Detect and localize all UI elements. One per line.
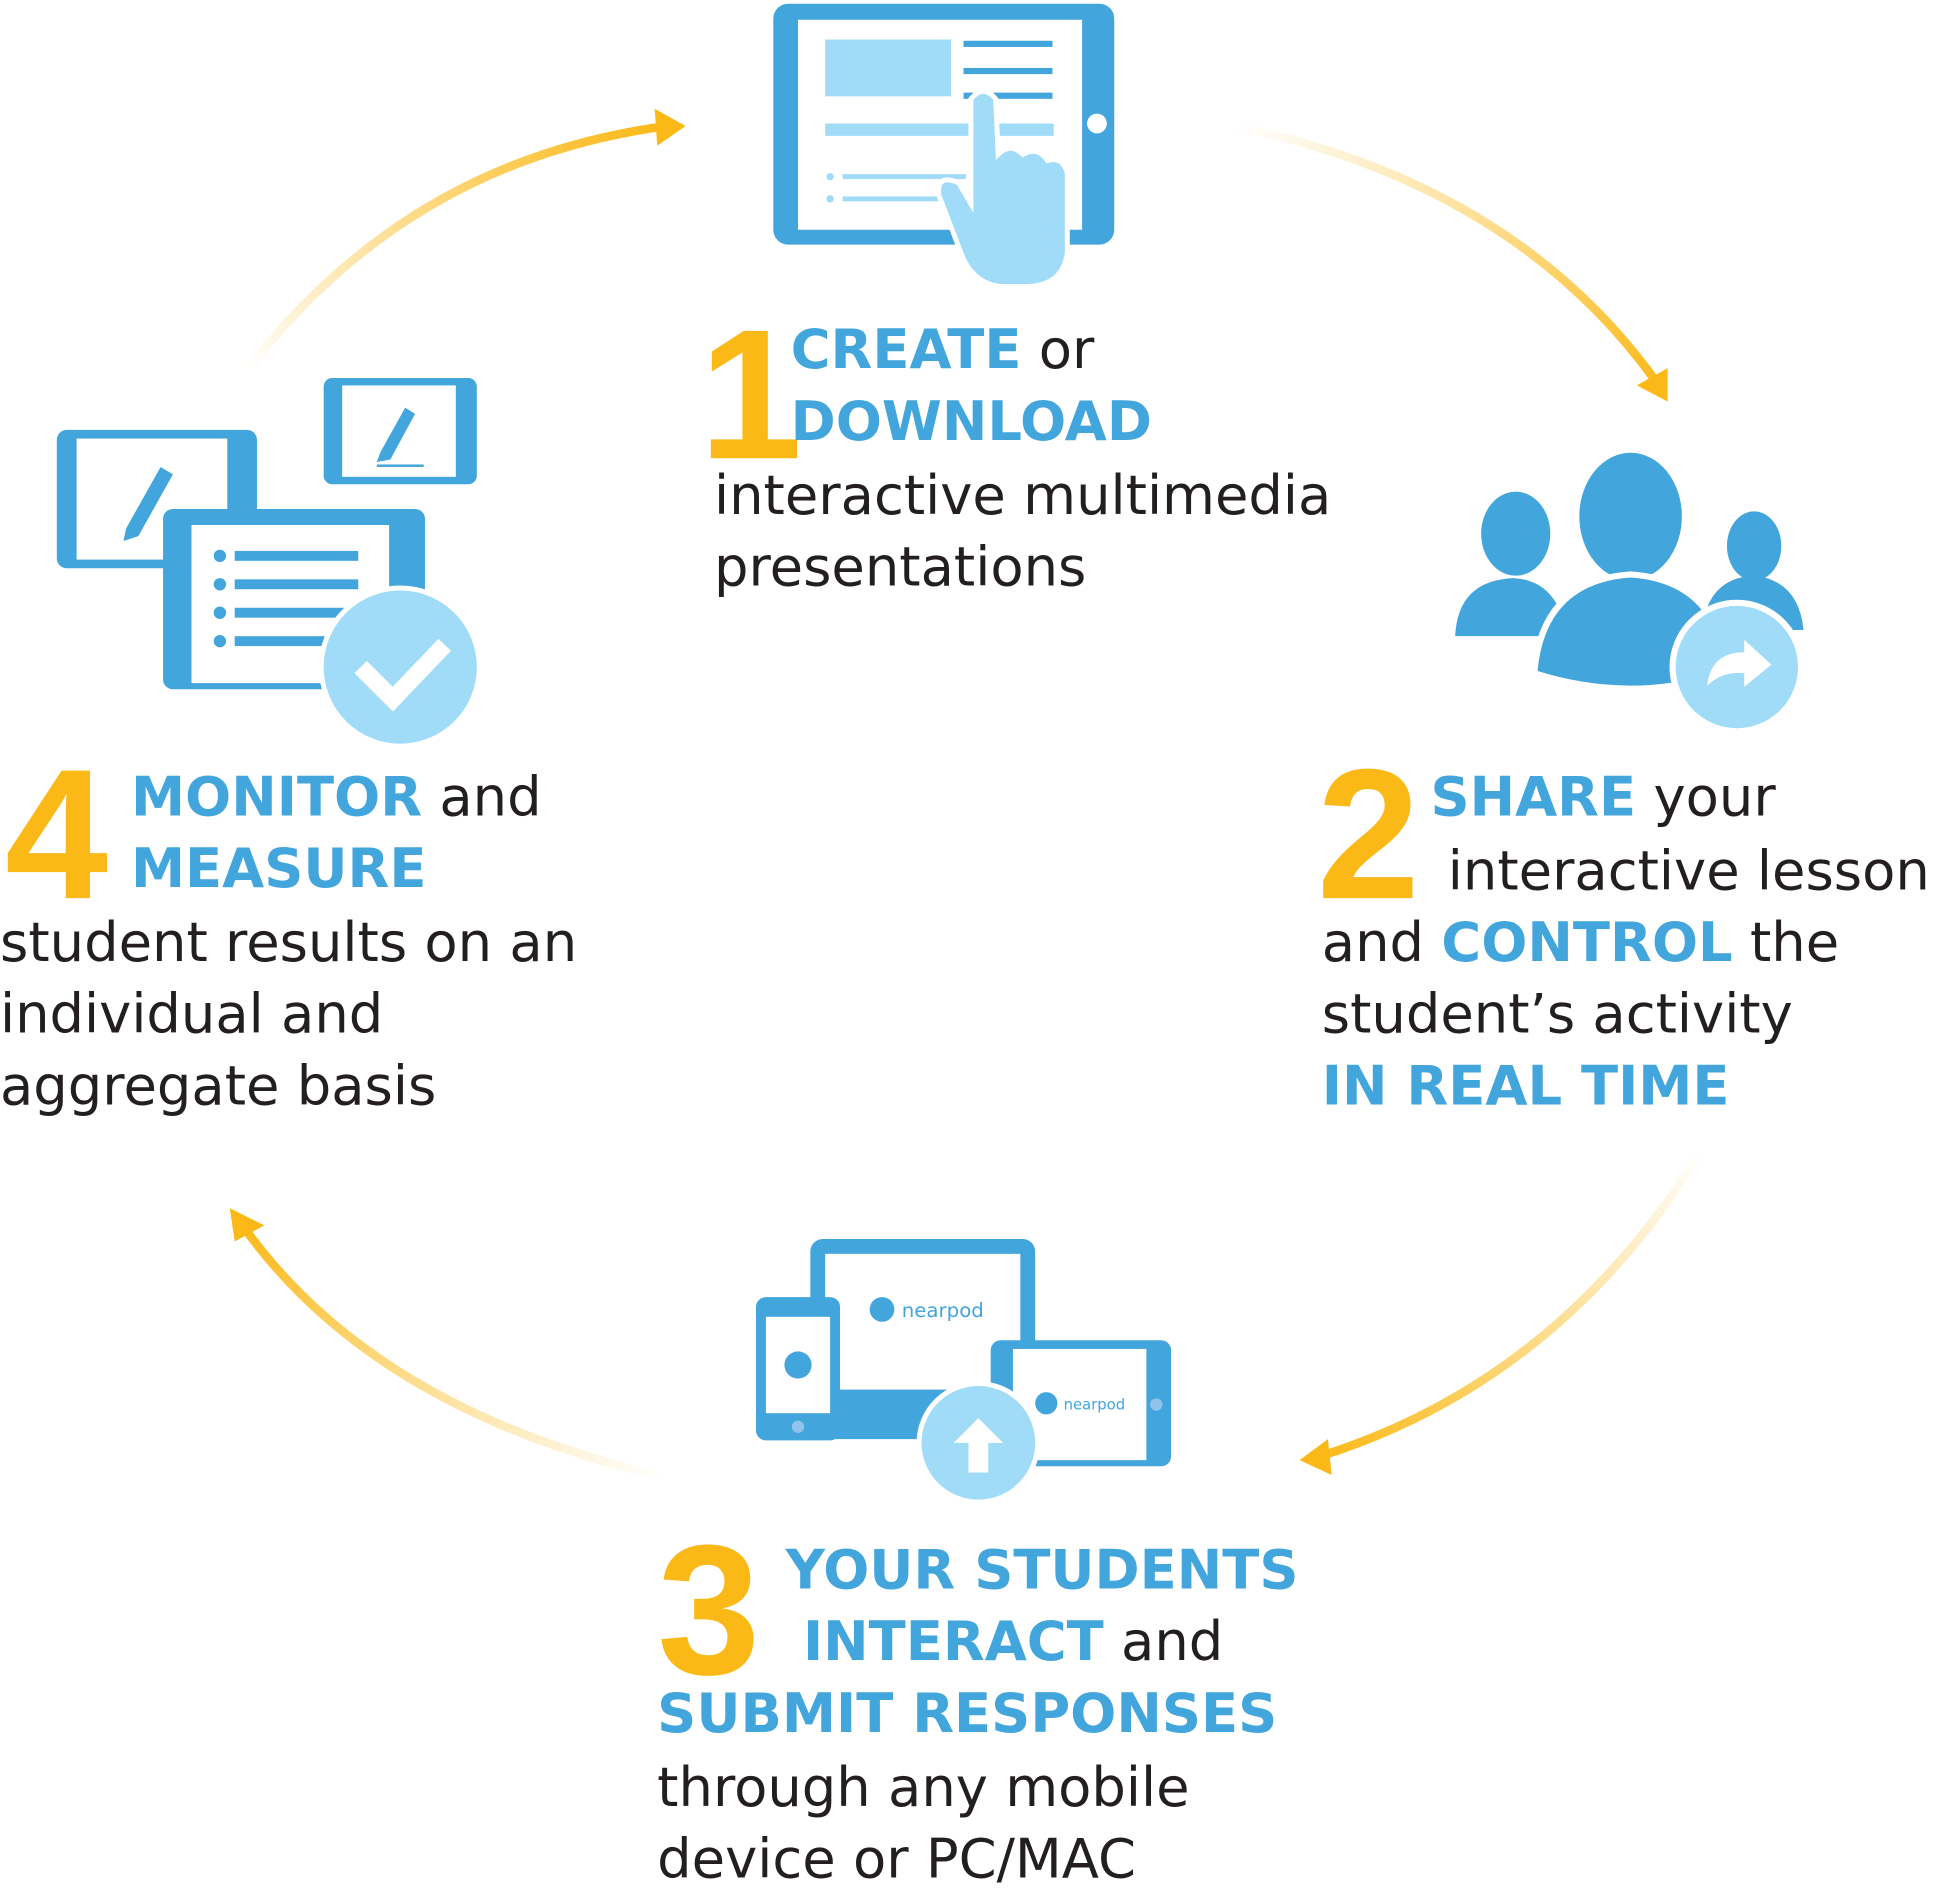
body-text: aggregate basis	[0, 1054, 437, 1118]
body-text: student results on an	[0, 911, 578, 975]
body-text: and	[1103, 1610, 1224, 1674]
step-4-line: student results on an	[0, 916, 577, 971]
step-1-number: 1	[699, 290, 803, 498]
arrowhead-icon	[1299, 1439, 1332, 1475]
step-4-line: individual and	[0, 988, 383, 1042]
step-4-line: MONITOR and	[131, 770, 542, 825]
body-text: the	[1732, 911, 1840, 975]
highlight-text: IN REAL TIME	[1321, 1054, 1730, 1118]
highlight-text: YOUR STUDENTS	[785, 1539, 1299, 1603]
highlight-text: INTERACT	[802, 1610, 1104, 1674]
step-4-number: 4	[4, 730, 109, 938]
highlight-text: DOWNLOAD	[790, 390, 1152, 454]
step-2-line: student’s activity	[1322, 988, 1793, 1042]
step-1-line: DOWNLOAD	[791, 395, 1152, 449]
highlight-text: CONTROL	[1441, 911, 1733, 975]
body-text: device or PC/MAC	[657, 1828, 1136, 1891]
arrowhead-icon	[229, 1208, 265, 1242]
arrowhead-icon	[654, 108, 686, 146]
step-2-line: and CONTROL the	[1322, 916, 1839, 971]
nearpod-logo: nearpod	[1064, 1396, 1126, 1413]
highlight-text: CREATE	[790, 318, 1022, 382]
body-text: through any mobile	[657, 1756, 1190, 1820]
step-4-line: MEASURE	[131, 842, 427, 896]
step-2-number: 2	[1316, 730, 1420, 938]
step-1-line: presentations	[714, 540, 1086, 595]
step-1-line: interactive multimedia	[714, 469, 1331, 523]
arrow-1-to-2	[1234, 121, 1666, 392]
highlight-text: MEASURE	[130, 837, 427, 901]
body-text: presentations	[714, 536, 1087, 600]
body-text: your	[1636, 765, 1776, 829]
step-4-line: aggregate basis	[0, 1059, 436, 1114]
highlight-text: SUBMIT RESPONSES	[657, 1682, 1278, 1746]
arrow-2-to-3	[1314, 1152, 1703, 1462]
body-text: interactive lesson	[1447, 840, 1930, 904]
body-text: student’s activity	[1321, 983, 1793, 1047]
step-2-line: IN REAL TIME	[1322, 1059, 1730, 1114]
arrow-3-to-4	[237, 1220, 662, 1481]
body-text: individual and	[0, 983, 384, 1047]
nearpod-logo: nearpod	[902, 1299, 984, 1322]
step-3-number: 3	[657, 1505, 761, 1714]
body-text: and	[1321, 911, 1442, 975]
body-text: interactive multimedia	[714, 464, 1332, 528]
step-1-line: CREATE or	[791, 323, 1095, 378]
step-3-line: device or PC/MAC	[657, 1833, 1136, 1887]
arrowhead-icon	[1636, 368, 1668, 402]
highlight-text: SHARE	[1430, 765, 1637, 829]
step-3-line: YOUR STUDENTS	[786, 1544, 1299, 1598]
step-2-line: SHARE your	[1430, 770, 1775, 825]
step-3-line: through any mobile	[657, 1761, 1189, 1816]
highlight-text: MONITOR	[130, 765, 423, 829]
body-text: or	[1021, 318, 1095, 382]
body-text: and	[422, 765, 542, 829]
step-3-line: INTERACT and	[803, 1615, 1223, 1670]
step-2-line: interactive lesson	[1448, 844, 1930, 899]
step-3-line: SUBMIT RESPONSES	[657, 1687, 1277, 1741]
arrow-4-to-1	[243, 121, 668, 374]
